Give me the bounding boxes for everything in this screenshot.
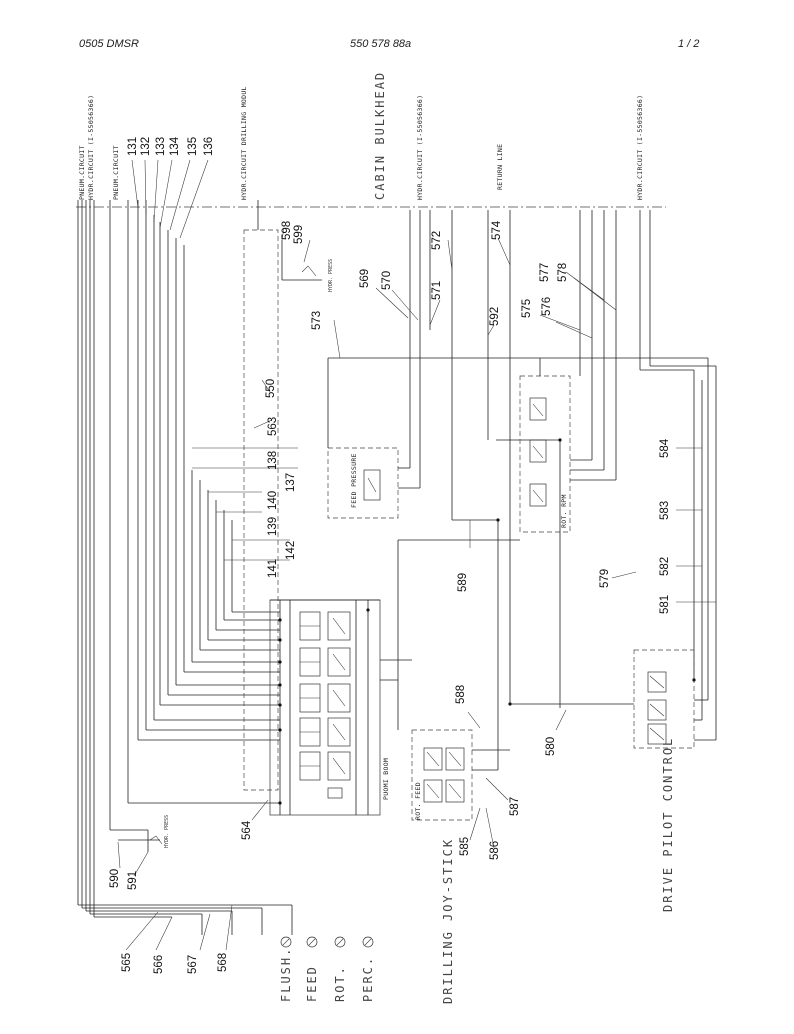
callout-576: 576 bbox=[541, 297, 553, 316]
boom-valve-block bbox=[269, 599, 381, 816]
pressure-switch-lower: HYDR. PRESS bbox=[118, 815, 170, 852]
callout-570: 570 bbox=[381, 271, 393, 290]
label-hydr-drilling-modul: HYDR.CIRCUIT DRILLING MODUL bbox=[240, 86, 248, 200]
callout-589: 589 bbox=[457, 573, 469, 592]
callout-137: 137 bbox=[285, 473, 297, 492]
rotation-rpm-valve bbox=[519, 358, 571, 533]
drive-pilot-control-block bbox=[510, 532, 716, 749]
drilling-joystick-valve bbox=[397, 519, 520, 821]
callout-566: 566 bbox=[153, 955, 165, 974]
callout-582: 582 bbox=[659, 557, 671, 576]
callout-580: 580 bbox=[545, 737, 557, 756]
label-rot: ROT. bbox=[333, 965, 347, 1002]
callout-564: 564 bbox=[241, 820, 253, 840]
callout-588: 588 bbox=[455, 685, 467, 704]
label-rot-feed: ROT. FEED bbox=[414, 782, 422, 820]
callout-568: 568 bbox=[217, 953, 229, 972]
label-feed-pressure: FEED PRESSURE bbox=[350, 453, 358, 508]
label-hydr-circuit-3: HYDR.CIRCUIT (I-55056366) bbox=[636, 95, 644, 200]
callout-581: 581 bbox=[659, 595, 671, 614]
callout-141: 141 bbox=[267, 559, 279, 578]
callout-587: 587 bbox=[509, 797, 521, 816]
callout-573: 573 bbox=[311, 311, 323, 330]
label-puomi-boom: PUOMI BOOM bbox=[382, 758, 390, 800]
callout-133: 133 bbox=[155, 137, 167, 156]
callout-591: 591 bbox=[127, 871, 139, 890]
callout-590: 590 bbox=[109, 869, 121, 888]
callout-583: 583 bbox=[659, 501, 671, 520]
label-hydr-circuit-2: HYDR.CIRCUIT (I-55056366) bbox=[416, 95, 424, 200]
callout-139: 139 bbox=[267, 517, 279, 536]
callout-138: 138 bbox=[267, 451, 279, 470]
callout-132: 132 bbox=[140, 137, 152, 156]
left-hose-bundle bbox=[77, 200, 293, 935]
header-left: 0505 DMSR bbox=[79, 38, 139, 50]
callout-574: 574 bbox=[491, 220, 503, 240]
callout-584: 584 bbox=[659, 438, 671, 458]
callout-579: 579 bbox=[599, 569, 611, 588]
label-perc: PERC. bbox=[361, 956, 375, 1002]
svg-text:HYDR. PRESS: HYDR. PRESS bbox=[328, 259, 334, 292]
callout-565: 565 bbox=[121, 953, 133, 972]
callout-567: 567 bbox=[187, 955, 199, 974]
callout-135: 135 bbox=[187, 137, 199, 156]
label-feed: FEED bbox=[305, 965, 319, 1002]
callout-569: 569 bbox=[359, 269, 371, 288]
junction-dots bbox=[278, 438, 696, 805]
header-page: 1 / 2 bbox=[678, 38, 700, 50]
feed-pressure-valve bbox=[327, 210, 431, 519]
label-pneum-circuit-2: PNEUM.CIRCUIT bbox=[112, 145, 120, 200]
label-cabin-bulkhead: CABIN BULKHEAD bbox=[373, 71, 387, 200]
boom-feed-lines bbox=[109, 200, 298, 831]
callout-571: 571 bbox=[431, 281, 443, 300]
callout-575: 575 bbox=[521, 299, 533, 318]
label-hydr-circuit-1: HYDR.CIRCUIT (I-55056366) bbox=[87, 95, 95, 200]
gauge-symbols bbox=[280, 936, 374, 948]
callout-136: 136 bbox=[203, 137, 215, 156]
callout-numbers: 131 132 133 134 135 136 598 599 569 570 … bbox=[109, 136, 671, 974]
callout-585: 585 bbox=[459, 837, 471, 856]
callout-leaders-top bbox=[131, 159, 209, 239]
callout-592: 592 bbox=[489, 307, 501, 326]
callout-142: 142 bbox=[285, 541, 297, 560]
callout-550: 550 bbox=[265, 379, 277, 398]
drilling-module-box bbox=[243, 229, 279, 791]
label-return-line: RETURN LINE bbox=[496, 144, 504, 190]
callout-577: 577 bbox=[539, 263, 551, 282]
label-drilling-joystick: DRILLING JOY-STICK bbox=[441, 838, 455, 1004]
callout-572: 572 bbox=[431, 231, 443, 250]
callout-140: 140 bbox=[267, 491, 279, 510]
label-flush: FLUSH. bbox=[279, 947, 293, 1002]
right-hose-lines bbox=[570, 210, 717, 740]
callout-131: 131 bbox=[127, 137, 139, 156]
callout-599: 599 bbox=[293, 225, 305, 244]
pressure-switch-upper: HYDR. PRESS bbox=[281, 240, 334, 292]
callout-134: 134 bbox=[169, 136, 181, 156]
label-rot-rpm: ROT. RPM bbox=[560, 494, 568, 528]
header-center: 550 578 88a bbox=[350, 38, 412, 50]
callout-586: 586 bbox=[489, 841, 501, 860]
callout-578: 578 bbox=[557, 263, 569, 282]
callout-598: 598 bbox=[281, 221, 293, 240]
callout-563: 563 bbox=[267, 417, 279, 436]
svg-text:HYDR. PRESS: HYDR. PRESS bbox=[164, 815, 170, 848]
label-pneum-circuit-1: PNEUM.CIRCUIT bbox=[78, 145, 86, 200]
callout-leaders bbox=[117, 227, 716, 951]
label-drive-pilot-control: DRIVE PILOT CONTROL bbox=[661, 737, 675, 912]
